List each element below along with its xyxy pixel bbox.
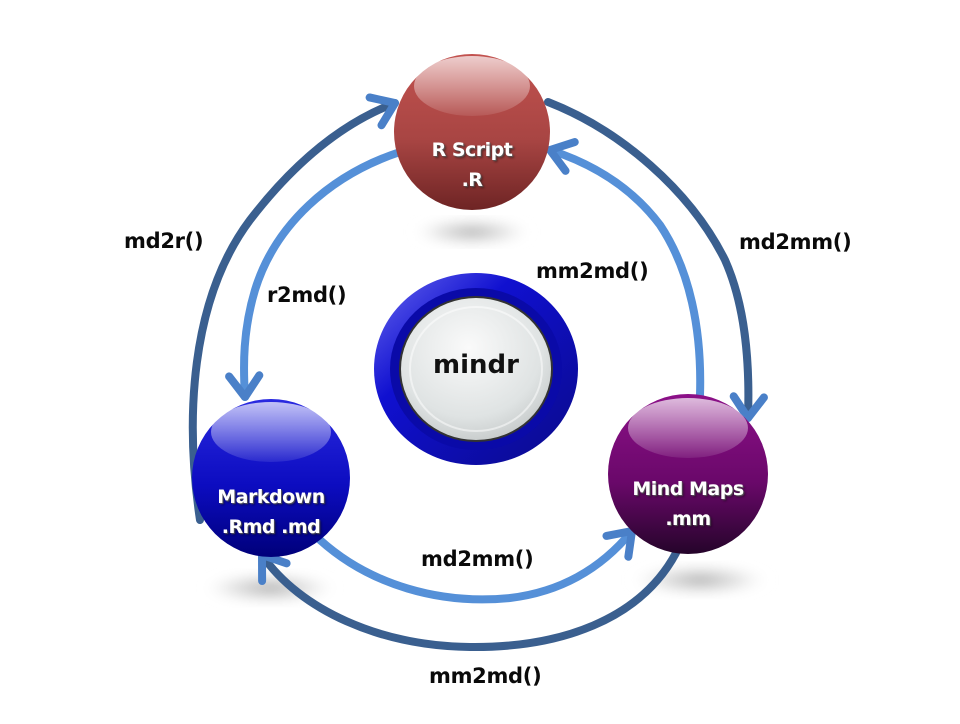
arrowhead-icon [225,371,264,401]
mind-maps-title: Mind Maps [632,478,744,500]
edge-line [316,527,636,604]
node-mind-maps[interactable] [608,394,768,554]
markdown-title: Markdown [217,486,325,508]
edge-line [240,148,404,401]
edge-label-md2r: md2r() [124,229,204,253]
mind-maps-label: Mind Maps .mm [603,474,773,534]
arrowhead-icon [365,93,399,130]
edge-arrow-r2md-inner [225,148,404,401]
edge-arrow-md2r-outer [188,93,399,524]
edge-arrow-md2mm-outer [544,98,768,422]
edge-line [544,98,753,422]
r-script-shadow [410,218,534,246]
edge-label-md2mm-bottom: md2mm() [421,547,534,571]
mindr-center-button[interactable] [374,273,578,465]
edge-line [258,549,680,652]
node-markdown[interactable] [192,399,350,557]
edges [188,93,768,652]
edge-label-mm2md-upper: mm2md() [536,259,649,283]
edge-line [188,99,399,524]
markdown-ext: .Rmd .md [221,516,321,538]
mindr-label: mindr [433,350,519,380]
node-r-script[interactable] [394,54,550,210]
r-script-title: R Script [431,139,513,161]
edge-label-mm2md-bottom: mm2md() [429,664,542,688]
mind-maps-ext: .mm [665,508,711,530]
markdown-label: Markdown .Rmd .md [191,482,351,542]
arrowhead-icon [546,138,579,175]
edge-arrow-mm2md-inner [546,138,705,399]
edge-line [546,146,705,399]
markdown-shadow [200,572,340,604]
edge-label-md2mm-right: md2mm() [739,230,852,254]
r-script-ext: .R [461,169,483,191]
arrowhead-icon [729,392,768,422]
edge-label-r2md: r2md() [267,283,347,307]
r-script-label: R Script .R [392,135,552,195]
